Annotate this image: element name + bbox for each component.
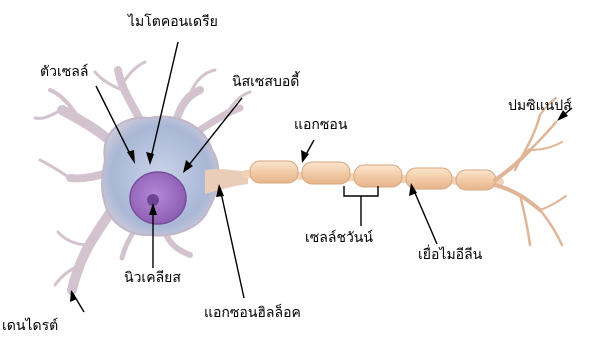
label-schwann-cell: เซลล์ชวันน์ — [305, 230, 373, 246]
label-mitochondria: ไมโตคอนเดรีย — [128, 14, 218, 30]
label-nucleus: นิวเคลียส — [124, 270, 181, 286]
label-myelin-sheath: เยื่อไมอีลีน — [418, 247, 482, 263]
label-dendrite: เดนไดรต์ — [2, 318, 58, 334]
label-axon-terminal: ปมซิแนปส์ — [508, 98, 572, 114]
myelin-segments — [250, 161, 496, 190]
label-axon: แอกซอน — [294, 117, 347, 133]
label-cell-body: ตัวเซลล์ — [40, 64, 88, 80]
axon-hillock-shape — [205, 169, 248, 194]
label-axon-hillock: แอกซอนฮิลล็อค — [204, 305, 301, 321]
label-nissl-body: นิสเซสบอดี้ — [232, 74, 299, 90]
axon-terminals — [495, 98, 566, 245]
